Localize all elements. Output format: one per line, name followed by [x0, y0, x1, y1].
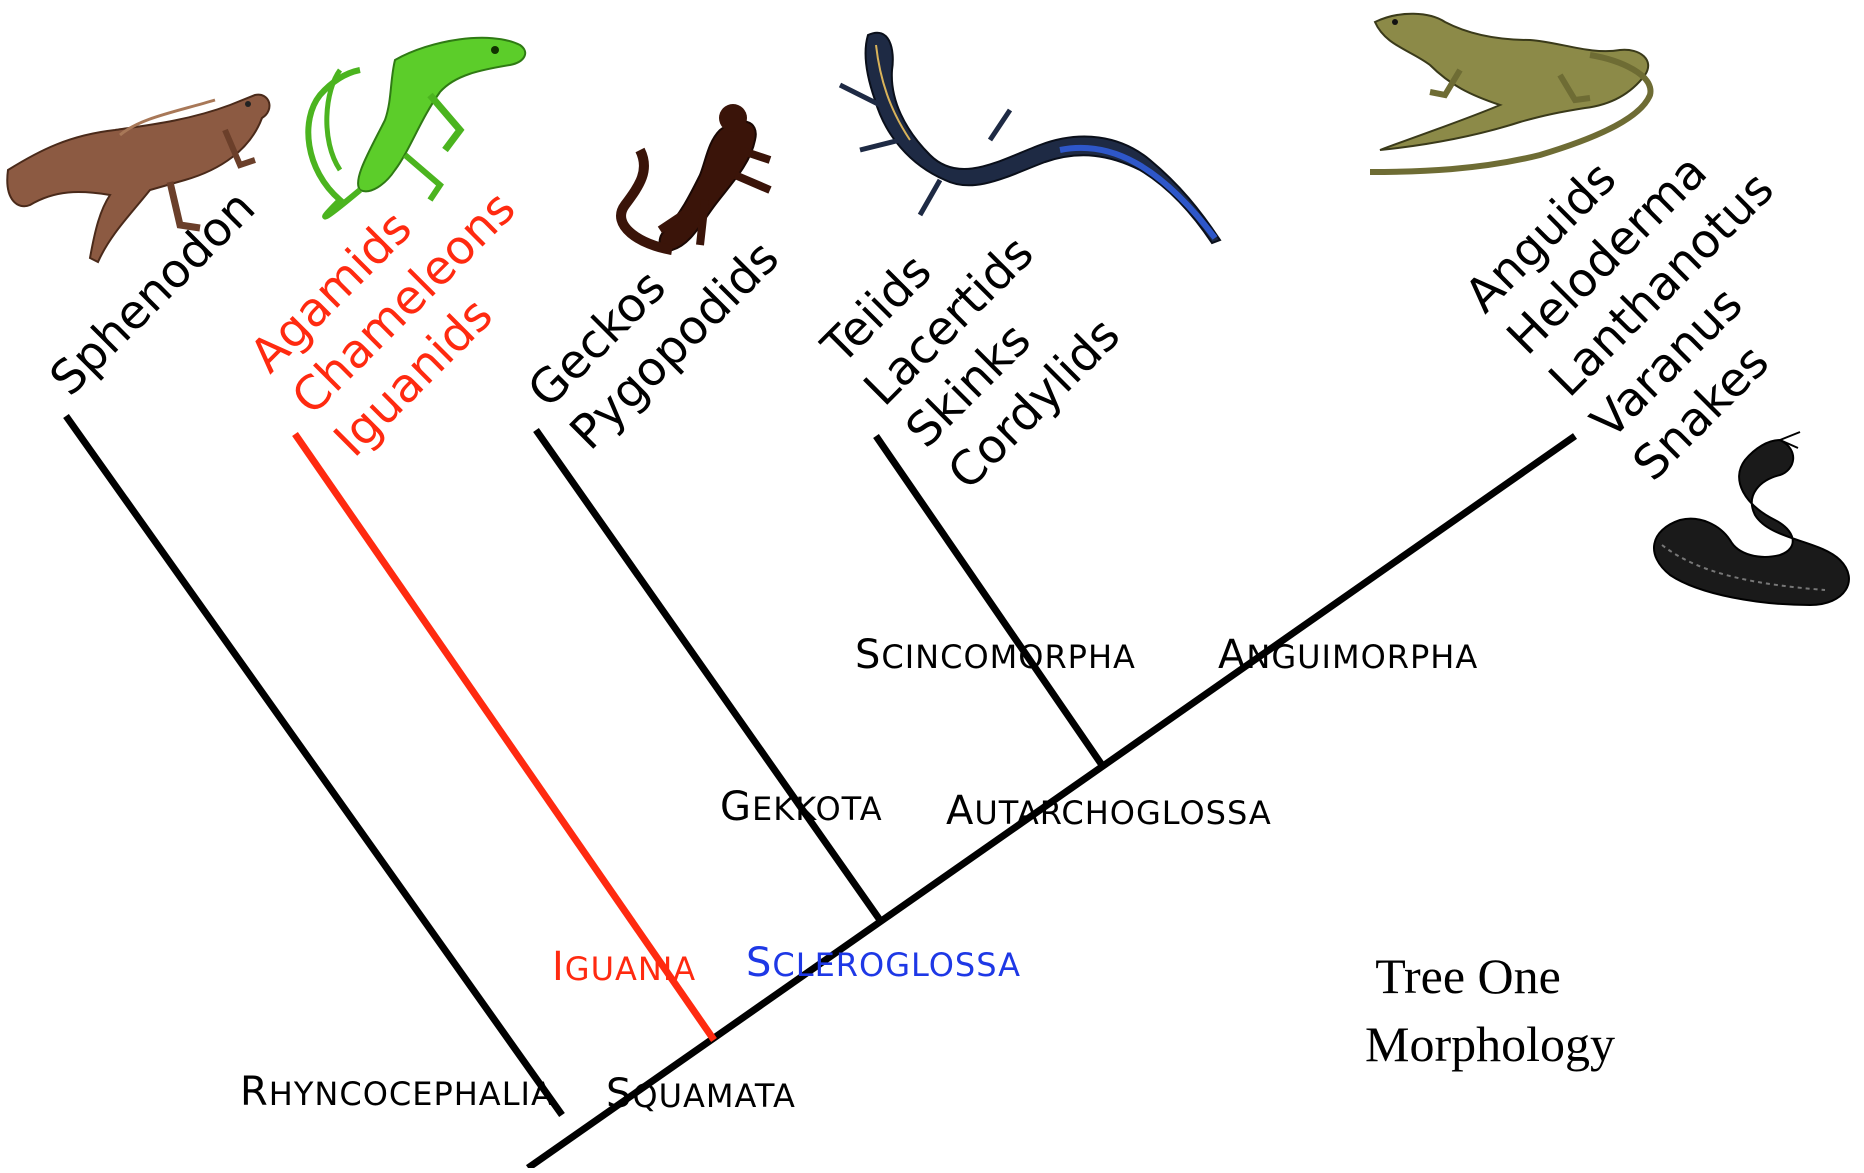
clade-anguimorpha: ANGUIMORPHA — [1218, 632, 1478, 678]
clade-gekkota: GEKKOTA — [720, 784, 883, 830]
tip-sphenodon: Sphenodon — [40, 180, 266, 406]
clade-squamata: SQUAMATA — [606, 1071, 796, 1117]
gekkota-branch — [536, 430, 882, 923]
clade-labels: RHYNCOCEPHALIA SQUAMATA IGUANIA SCLEROGL… — [240, 632, 1478, 1117]
caption-line-2: Morphology — [1365, 1016, 1615, 1072]
clade-scincomorpha: SCINCOMORPHA — [855, 632, 1136, 678]
gecko-illustration — [621, 104, 770, 250]
clade-scleroglossa: SCLEROGLOSSA — [746, 940, 1021, 986]
clade-autarchoglossa: AUTARCHOGLOSSA — [946, 788, 1272, 834]
figure-caption: Tree One Morphology — [1365, 948, 1615, 1072]
monitor-lizard-illustration — [1370, 14, 1650, 172]
clade-rhyncocephalia: RHYNCOCEPHALIA — [240, 1069, 554, 1115]
sphenodon-branch — [66, 416, 562, 1115]
caption-line-1: Tree One — [1375, 948, 1561, 1004]
skink-illustration — [840, 33, 1220, 243]
clade-iguania: IGUANIA — [552, 944, 696, 990]
